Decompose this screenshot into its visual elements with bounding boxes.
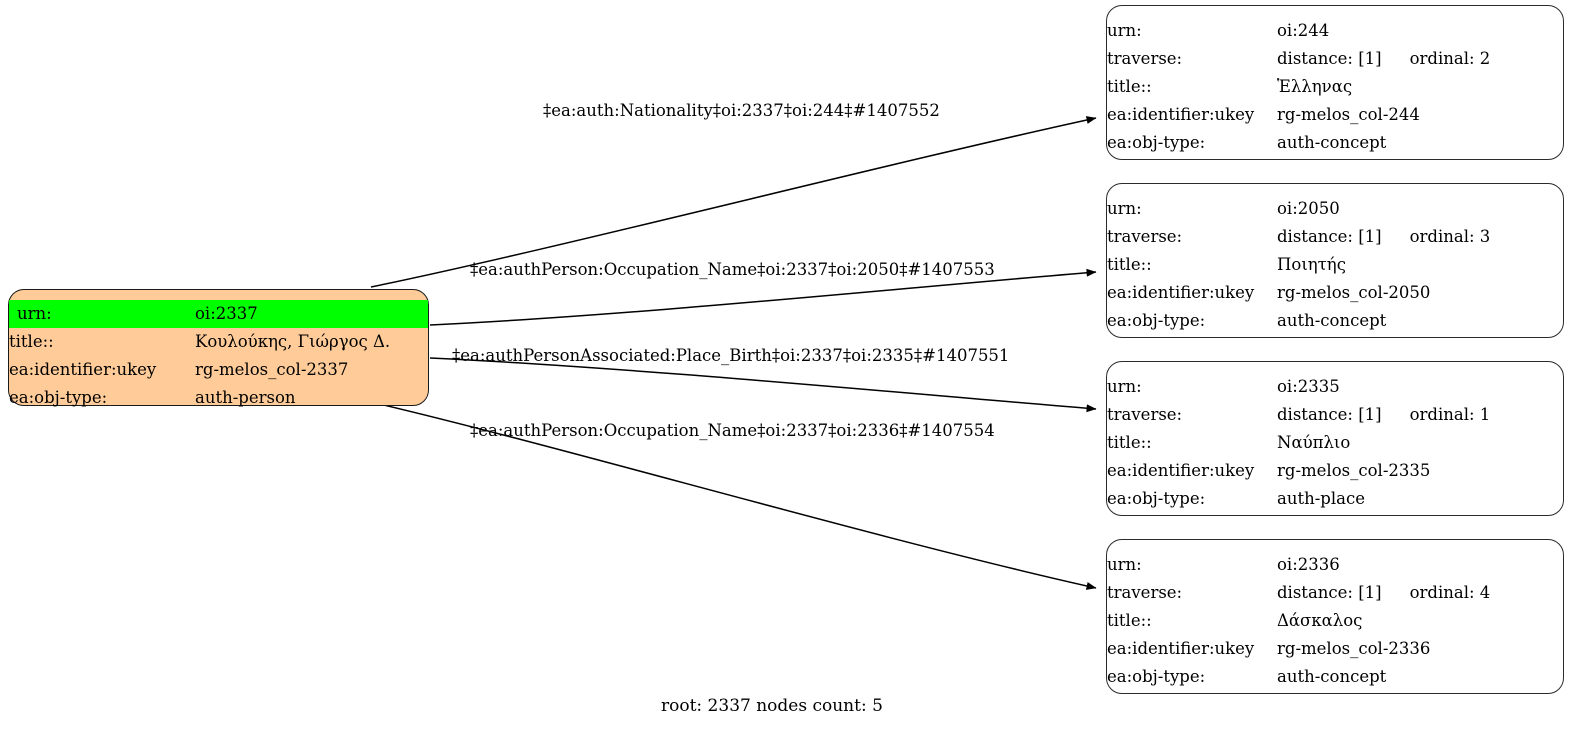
node-row: title:: Ποιητής bbox=[1107, 251, 1563, 279]
node-oi-244[interactable]: urn: oi:244 traverse: distance: [1] ordin… bbox=[1106, 5, 1564, 160]
row-value: oi:2336 bbox=[1277, 555, 1340, 575]
row-key: ea:obj-type: bbox=[1107, 667, 1206, 687]
traverse-distance: distance: [1] bbox=[1277, 227, 1382, 247]
row-key: urn: bbox=[1107, 199, 1142, 219]
row-key: traverse: bbox=[1107, 583, 1183, 603]
row-value: oi:244 bbox=[1277, 21, 1330, 41]
node-row: urn: oi:2050 bbox=[1107, 195, 1563, 223]
node-row: ea:identifier:ukey rg-melos_col-2336 bbox=[1107, 635, 1563, 663]
row-key: ea:identifier:ukey bbox=[1107, 639, 1255, 659]
node-row: ea:identifier:ukey rg-melos_col-2050 bbox=[1107, 279, 1563, 307]
traverse-distance: distance: [1] bbox=[1277, 49, 1382, 69]
row-value-traverse: distance: [1] ordinal: 3 bbox=[1277, 223, 1563, 251]
traverse-ordinal: ordinal: 3 bbox=[1409, 227, 1491, 247]
node-row: traverse: distance: [1] ordinal: 2 bbox=[1107, 45, 1563, 73]
row-value: auth-concept bbox=[1277, 133, 1387, 153]
node-row: urn: oi:244 bbox=[1107, 17, 1563, 45]
traverse-ordinal: ordinal: 4 bbox=[1409, 583, 1491, 603]
row-value: rg-melos_col-2335 bbox=[1277, 461, 1431, 481]
node-row: urn: oi:2335 bbox=[1107, 373, 1563, 401]
row-key: urn: bbox=[1107, 21, 1142, 41]
edge-label-place-birth-2335: ‡ea:authPersonAssociated:Place_Birth‡oi:… bbox=[452, 346, 1010, 365]
traverse-distance: distance: [1] bbox=[1277, 583, 1382, 603]
row-value: rg-melos_col-2337 bbox=[195, 360, 349, 380]
row-value: Ναύπλιο bbox=[1277, 433, 1351, 453]
node-oi-2335[interactable]: urn: oi:2335 traverse: distance: [1] ordi… bbox=[1106, 361, 1564, 516]
node-row: urn: oi:2336 bbox=[1107, 551, 1563, 579]
row-key: traverse: bbox=[1107, 405, 1183, 425]
edge-to-oi-2050 bbox=[429, 268, 1097, 326]
row-key: title:: bbox=[1107, 611, 1152, 631]
node-oi-2050[interactable]: urn: oi:2050 traverse: distance: [1] ordi… bbox=[1106, 183, 1564, 338]
node-row: urn: oi:2337 bbox=[9, 300, 428, 328]
node-row: title:: Ναύπλιο bbox=[1107, 429, 1563, 457]
row-value: Δάσκαλος bbox=[1277, 611, 1363, 631]
row-value: rg-melos_col-2050 bbox=[1277, 283, 1431, 303]
row-value: oi:2335 bbox=[1277, 377, 1340, 397]
node-root-oi-2337[interactable]: urn: oi:2337 title:: Κουλούκης, Γιώργος … bbox=[8, 289, 429, 407]
row-key: title:: bbox=[1107, 433, 1152, 453]
row-value-traverse: distance: [1] ordinal: 2 bbox=[1277, 45, 1563, 73]
node-row: title:: Ἑλληνας bbox=[1107, 73, 1563, 101]
node-row: traverse: distance: [1] ordinal: 4 bbox=[1107, 579, 1563, 607]
node-oi-2336[interactable]: urn: oi:2336 traverse: distance: [1] ordi… bbox=[1106, 539, 1564, 694]
row-key: urn: bbox=[9, 300, 195, 328]
row-key: urn: bbox=[1107, 377, 1142, 397]
row-key: ea:obj-type: bbox=[1107, 311, 1206, 331]
node-row: ea:obj-type: auth-concept bbox=[1107, 663, 1563, 691]
edge-label-occupation-2050: ‡ea:authPerson:Occupation_Name‡oi:2337‡o… bbox=[470, 260, 995, 279]
node-row: ea:identifier:ukey rg-melos_col-244 bbox=[1107, 101, 1563, 129]
node-row: ea:identifier:ukey rg-melos_col-2335 bbox=[1107, 457, 1563, 485]
row-value: Ἑλληνας bbox=[1277, 77, 1353, 97]
row-key: title:: bbox=[9, 332, 54, 352]
row-value: rg-melos_col-244 bbox=[1277, 105, 1420, 125]
node-row: ea:identifier:ukey rg-melos_col-2337 bbox=[9, 356, 428, 384]
row-key: traverse: bbox=[1107, 49, 1183, 69]
traverse-distance: distance: [1] bbox=[1277, 405, 1382, 425]
graph-caption: root: 2337 nodes count: 5 bbox=[661, 696, 883, 716]
traverse-ordinal: ordinal: 2 bbox=[1409, 49, 1491, 69]
node-row: ea:obj-type: auth-concept bbox=[1107, 129, 1563, 157]
row-key: title:: bbox=[1107, 255, 1152, 275]
row-value: rg-melos_col-2336 bbox=[1277, 639, 1431, 659]
edge-to-oi-2335 bbox=[429, 357, 1097, 413]
row-value: Ποιητής bbox=[1277, 255, 1346, 275]
row-key: ea:obj-type: bbox=[1107, 133, 1206, 153]
row-key: ea:identifier:ukey bbox=[1107, 283, 1255, 303]
edge-label-occupation-2336: ‡ea:authPerson:Occupation_Name‡oi:2337‡o… bbox=[470, 421, 995, 440]
row-key: traverse: bbox=[1107, 227, 1183, 247]
node-row: traverse: distance: [1] ordinal: 3 bbox=[1107, 223, 1563, 251]
row-value-traverse: distance: [1] ordinal: 1 bbox=[1277, 401, 1563, 429]
row-value: auth-person bbox=[195, 388, 296, 408]
row-key: ea:identifier:ukey bbox=[9, 360, 157, 380]
row-value: auth-place bbox=[1277, 489, 1365, 509]
row-value: auth-concept bbox=[1277, 667, 1387, 687]
row-value-traverse: distance: [1] ordinal: 4 bbox=[1277, 579, 1563, 607]
row-key: ea:identifier:ukey bbox=[1107, 461, 1255, 481]
row-key: ea:obj-type: bbox=[1107, 489, 1206, 509]
node-row: title:: Κουλούκης, Γιώργος Δ. bbox=[9, 328, 428, 356]
row-value: oi:2050 bbox=[1277, 199, 1340, 219]
row-key: title:: bbox=[1107, 77, 1152, 97]
row-key: ea:identifier:ukey bbox=[1107, 105, 1255, 125]
node-row: traverse: distance: [1] ordinal: 1 bbox=[1107, 401, 1563, 429]
node-row: ea:obj-type: auth-place bbox=[1107, 485, 1563, 513]
row-value: oi:2337 bbox=[195, 300, 428, 328]
node-row: ea:obj-type: auth-person bbox=[9, 384, 428, 412]
row-value: auth-concept bbox=[1277, 311, 1387, 331]
node-row: title:: Δάσκαλος bbox=[1107, 607, 1563, 635]
row-key: urn: bbox=[1107, 555, 1142, 575]
row-key: ea:obj-type: bbox=[9, 388, 108, 408]
row-value: Κουλούκης, Γιώργος Δ. bbox=[195, 332, 391, 352]
edge-label-nationality: ‡ea:auth:Nationality‡oi:2337‡oi:244‡#140… bbox=[543, 101, 940, 120]
node-row: ea:obj-type: auth-concept bbox=[1107, 307, 1563, 335]
traverse-ordinal: ordinal: 1 bbox=[1409, 405, 1491, 425]
